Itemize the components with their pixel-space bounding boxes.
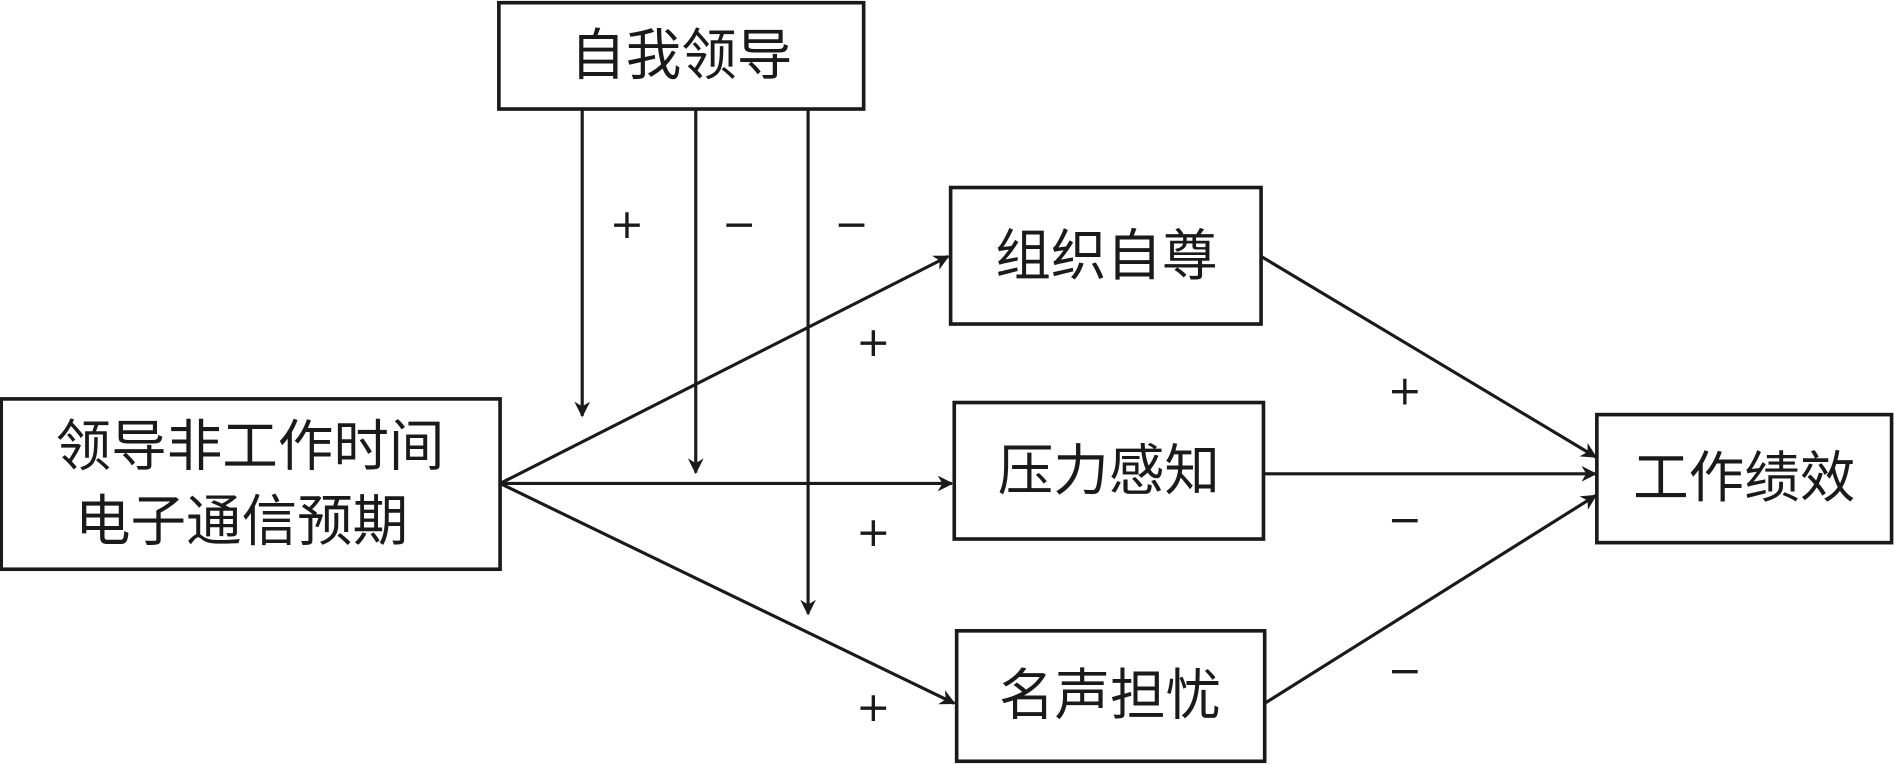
outcome-node: 工作绩效 bbox=[1595, 412, 1894, 545]
predictor-label-line2: 电子通信预期 bbox=[75, 490, 408, 555]
mediator-esteem-label: 组织自尊 bbox=[995, 224, 1217, 289]
mediator-esteem-node: 组织自尊 bbox=[948, 185, 1263, 326]
arrow-esteem-to-performance bbox=[1260, 255, 1597, 459]
predictor-label-line1: 领导非工作时间 bbox=[56, 415, 445, 480]
sign-moderation-stress: − bbox=[722, 200, 756, 248]
sign-predictor-to-stress: + bbox=[856, 508, 890, 556]
sign-predictor-to-esteem: + bbox=[856, 318, 890, 366]
sign-predictor-to-reputation: + bbox=[856, 683, 890, 731]
arrow-reputation-to-performance bbox=[1263, 494, 1597, 705]
mediator-stress-node: 压力感知 bbox=[952, 400, 1266, 541]
outcome-label: 工作绩效 bbox=[1633, 446, 1855, 511]
sign-esteem-to-performance: + bbox=[1388, 366, 1422, 414]
mediator-stress-label: 压力感知 bbox=[998, 439, 1220, 504]
moderator-node: 自我领导 bbox=[497, 0, 866, 111]
mediator-reputation-label: 名声担忧 bbox=[999, 664, 1221, 729]
sign-moderation-reputation: − bbox=[834, 200, 868, 248]
predictor-node: 领导非工作时间 电子通信预期 bbox=[0, 397, 502, 572]
moderator-label: 自我领导 bbox=[570, 23, 792, 88]
sign-moderation-esteem: + bbox=[610, 200, 644, 248]
arrow-predictor-to-esteem bbox=[499, 254, 950, 485]
mediator-reputation-node: 名声担忧 bbox=[954, 629, 1267, 764]
sign-stress-to-performance: − bbox=[1388, 496, 1422, 544]
arrow-predictor-to-reputation bbox=[499, 482, 956, 705]
sign-reputation-to-performance: − bbox=[1388, 647, 1422, 695]
